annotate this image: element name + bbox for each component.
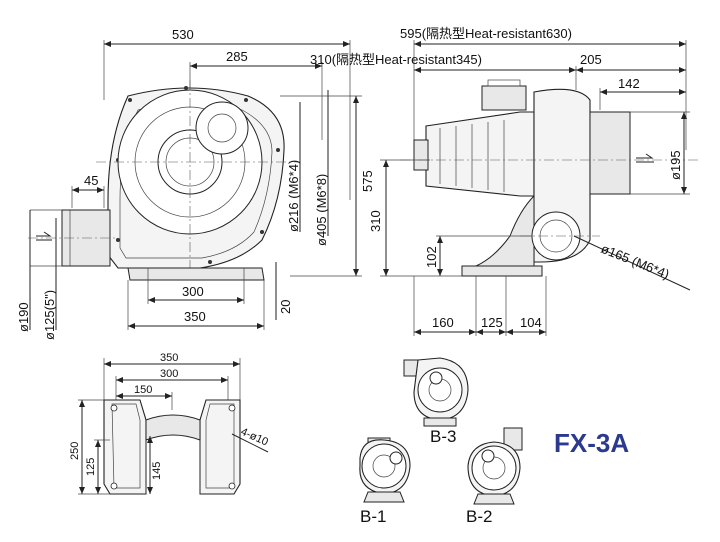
model-name: FX-3A (554, 428, 629, 458)
dim-base-width-outer: 350 (160, 352, 178, 364)
base-bridge (145, 414, 201, 441)
front-base (127, 267, 265, 281)
variant-label-b2: B-2 (466, 507, 492, 526)
dim-base-outer: 350 (184, 309, 206, 324)
dim-height: 575 (360, 170, 375, 192)
motor-end-cap (413, 139, 429, 171)
dim-outlet-dia: ø190 (16, 302, 31, 332)
dim-inlet-length: 205 (580, 52, 602, 67)
dim-base-height: 20 (278, 300, 293, 314)
motor-body (425, 111, 535, 197)
dim-inlet-offset: 142 (618, 76, 640, 91)
dim-flange-offset: 45 (84, 173, 98, 188)
dim-base-width-inner: 300 (160, 368, 178, 380)
base-view: 350 300 150 4-ø10 250 125 145 (69, 352, 270, 495)
dim-base-height-half: 125 (85, 458, 97, 476)
dim-shaft-height: 310 (368, 210, 383, 232)
dim-base-c: 104 (520, 315, 542, 330)
dim-base-center: 150 (134, 384, 152, 396)
dim-inlet-height: 102 (424, 246, 439, 268)
front-view: 530 285 45 (16, 27, 375, 340)
variant-label-b1: B-1 (360, 507, 386, 526)
dim-inlet-dia: ø195 (668, 150, 683, 180)
support-stand (475, 194, 535, 267)
dim-overall-width: 530 (172, 27, 194, 42)
dim-base-b: 125 (481, 315, 503, 330)
dim-outlet-inner-dia: ø125(5") (42, 290, 57, 340)
dim-base-height-total: 250 (69, 442, 81, 460)
dim-base-a: 160 (432, 315, 454, 330)
dim-total-length: 595(隔热型Heat-resistant630) (400, 26, 572, 41)
dim-width-to-outlet: 285 (226, 49, 248, 64)
variant-b2: B-2 (466, 427, 523, 526)
dim-bolt-circle-outer: ø405 (M6*8) (314, 174, 329, 246)
dim-base-hole-height: 145 (151, 462, 163, 480)
terminal-box (481, 85, 527, 111)
side-base (461, 265, 543, 277)
variant-b1: B-1 (359, 437, 411, 526)
inlet-pipe (589, 111, 631, 195)
variant-label-b3: B-3 (430, 427, 456, 446)
variant-b3: B-3 (403, 357, 469, 446)
motor-boss (195, 101, 249, 155)
side-view: 595(隔热型Heat-resistant630) 310(隔热型Heat-re… (310, 26, 700, 336)
housing-bolts (116, 86, 280, 264)
dim-bolt-circle-inner: ø216 (M6*4) (286, 160, 301, 232)
dim-base-inner: 300 (182, 284, 204, 299)
base-holes (110, 404, 236, 490)
dim-flange-dia: ø165 (M6*4) (599, 241, 672, 282)
dim-motor-length: 310(隔热型Heat-resistant345) (310, 52, 482, 67)
